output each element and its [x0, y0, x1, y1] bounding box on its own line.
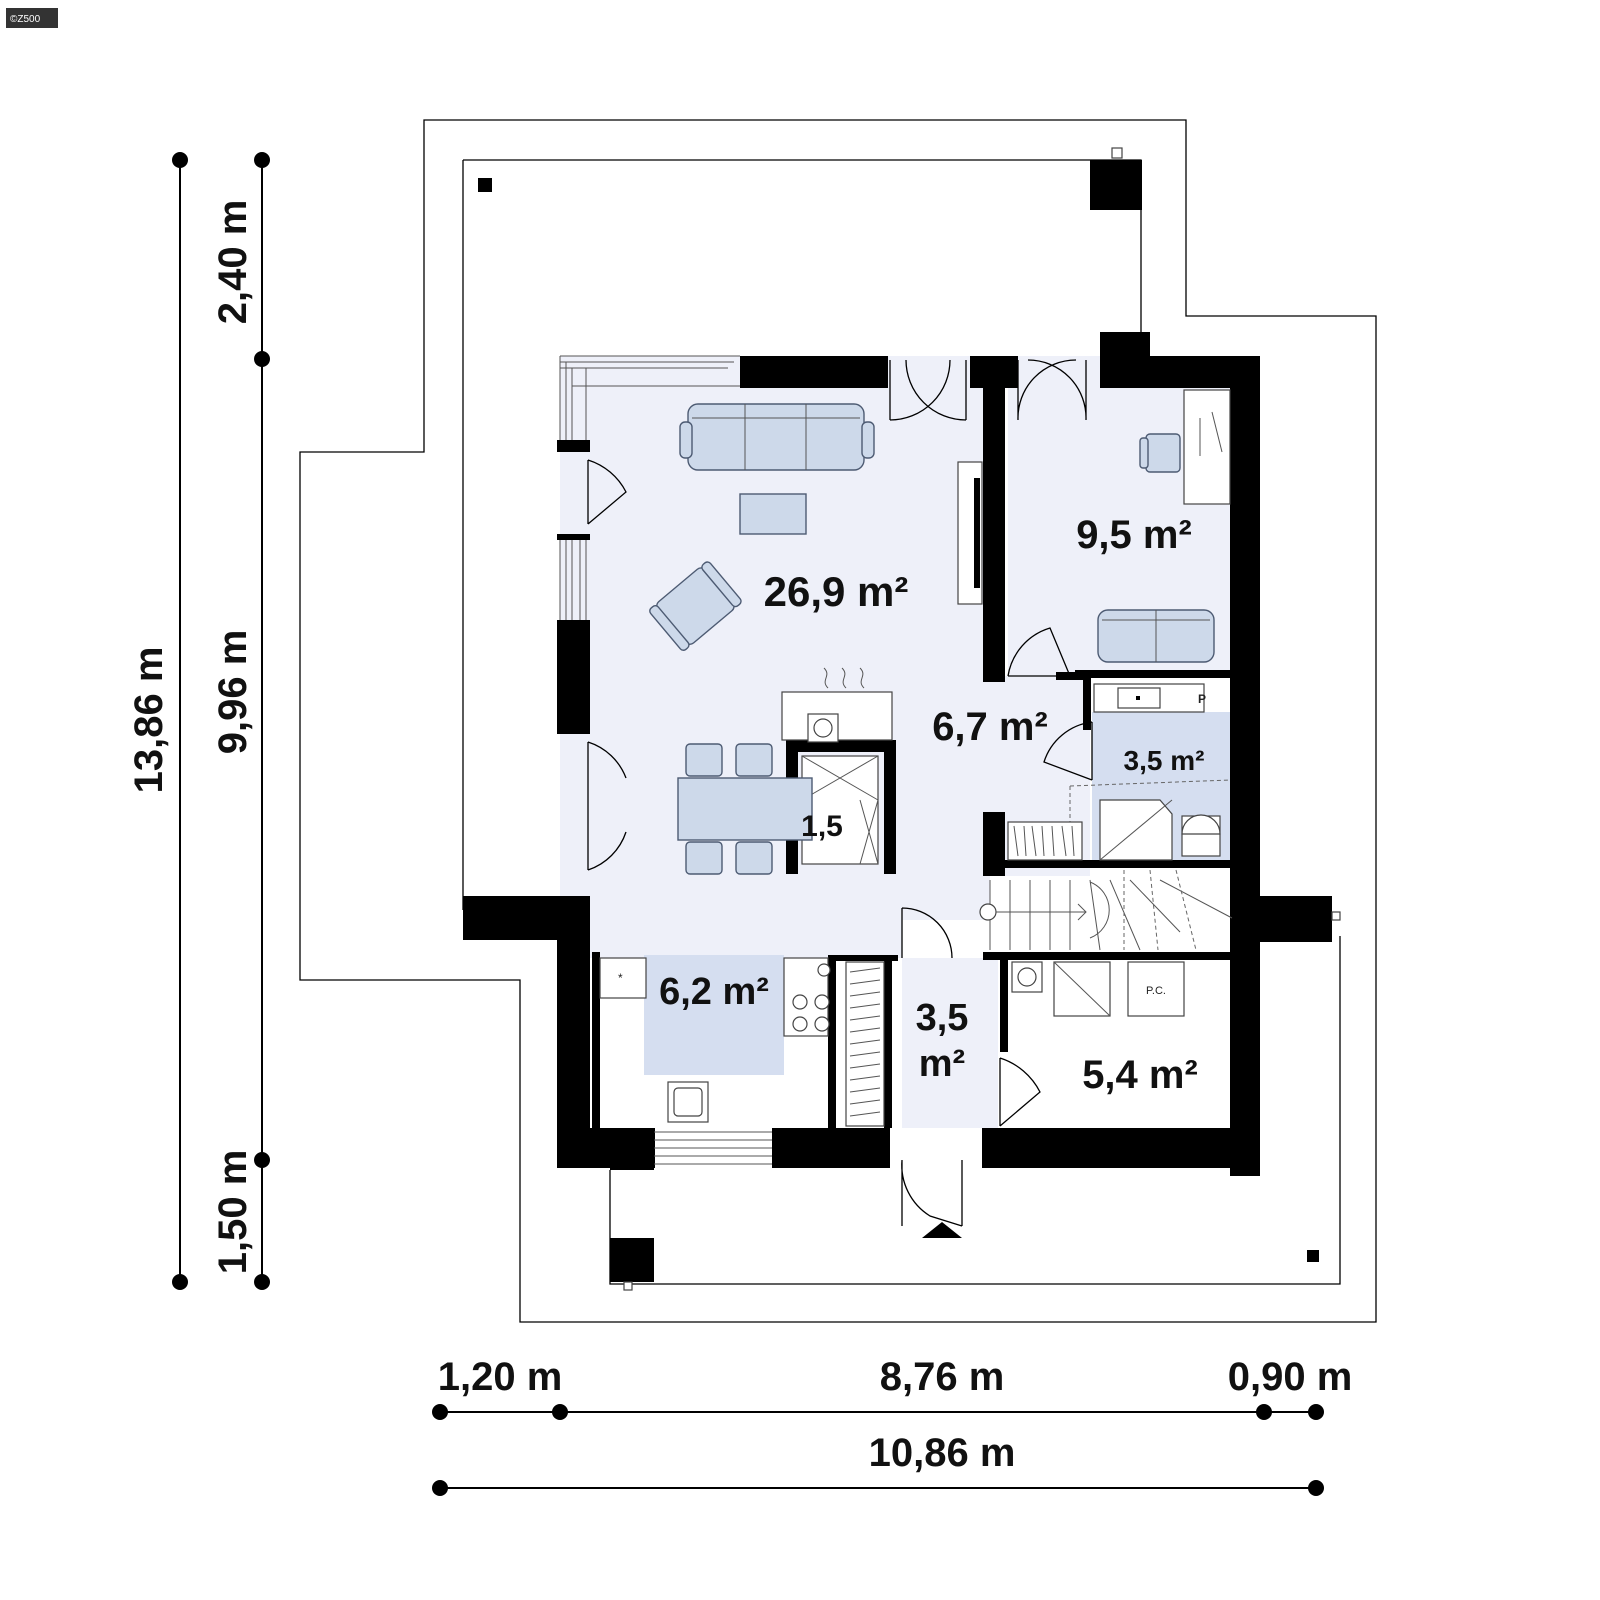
post-marker: [1331, 911, 1341, 921]
dim-left-overhang: 1,20 m: [438, 1355, 563, 1399]
living-floor: [560, 356, 990, 958]
dim-house-depth: 9,96 m: [211, 630, 255, 755]
dim-porch-depth: 1,50 m: [211, 1150, 255, 1275]
dim-terrace-depth: 2,40 m: [211, 200, 255, 325]
room-area-boiler: 5,4 m²: [1082, 1053, 1198, 1097]
kitchen-fixtures: *: [599, 957, 831, 1123]
room-area-kitchen: 6,2 m²: [659, 971, 769, 1013]
laptop-icon: [1199, 411, 1223, 456]
post-marker: [623, 1281, 633, 1291]
horizontal-dimensions: 1,20 m 8,76 m 0,90 m 10,86 m: [432, 1355, 1352, 1496]
fireplace-icon: [781, 667, 893, 865]
coffee-table-icon: [739, 493, 807, 535]
armchair-icon: [649, 561, 742, 651]
room-area-study: 9,5 m²: [1076, 513, 1192, 557]
entrance-arrow-icon: [922, 1222, 962, 1238]
roof-outline: [299, 119, 1377, 1323]
room-area-hall: 6,7 m²: [932, 705, 1048, 749]
doors: [587, 359, 1093, 1227]
vestibule-floor: [902, 958, 998, 1128]
wardrobe-icon: [1007, 821, 1083, 861]
dining-table-icon: [677, 743, 813, 875]
room-area-living: 26,9 m²: [764, 568, 909, 615]
tv-icon: [974, 478, 980, 588]
pillar-marker: [1307, 1250, 1319, 1262]
walls: [463, 160, 1332, 1282]
copyright-badge: ©Z500: [6, 8, 58, 28]
post-marker: [1111, 147, 1123, 159]
copyright-text: ©Z500: [10, 14, 41, 25]
staircase-icon: [979, 869, 1233, 951]
p-label: P: [1198, 692, 1206, 706]
windows: [557, 355, 772, 1165]
vertical-dimensions: 13,86 m 2,40 m 9,96 m 1,50 m: [127, 152, 270, 1290]
kitchen-floor: [644, 955, 784, 1075]
dim-overall-height: 13,86 m: [127, 647, 171, 794]
pillar-marker: [478, 178, 492, 192]
boiler-fixtures: P.C.: [1011, 961, 1185, 1017]
room-area-vestibule-unit: m²: [919, 1043, 965, 1085]
desk-icon: [1183, 389, 1231, 505]
porch-outline: [609, 936, 1341, 1285]
room-area-bathroom: 3,5 m²: [1124, 745, 1205, 776]
kitchen-mark: *: [618, 971, 623, 985]
sofa-icon: [679, 403, 875, 471]
bathroom-fixtures: P: [1069, 683, 1231, 861]
desk-chair-icon: [1139, 433, 1181, 473]
dim-overall-width: 10,86 m: [869, 1431, 1016, 1475]
dim-right-overhang: 0,90 m: [1228, 1355, 1353, 1399]
study-sofa-icon: [1097, 609, 1215, 663]
dim-house-width: 8,76 m: [880, 1355, 1005, 1399]
vestibule-wardrobe-icon: [845, 961, 885, 1127]
boiler-label: P.C.: [1146, 985, 1166, 997]
room-area-vestibule-value: 3,5: [916, 997, 969, 1039]
room-area-fireplace: 1,5: [801, 810, 843, 843]
